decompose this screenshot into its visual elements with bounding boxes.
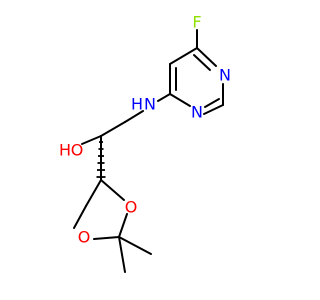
bond-layer [73, 29, 224, 273]
bond-n1-c6-inner [193, 54, 211, 71]
atom-label-oh-o: O [71, 141, 84, 160]
bond-choh-oh [81, 135, 102, 145]
bond-c2ring-o1 [93, 236, 120, 240]
bond-n1-c6 [196, 47, 217, 67]
bond-c5ring-c4ring [85, 179, 102, 207]
stereo-hash-bond [96, 141, 106, 178]
atom-label-nh-n: N [144, 95, 156, 114]
bond-o1-c5ring [73, 205, 87, 229]
molecule-structure: F N N N H H O O O [59, 13, 231, 273]
bond-c4-nh [157, 93, 171, 102]
bond-n3-c2 [203, 104, 224, 115]
bond-n3-c2-inner [204, 98, 220, 108]
atom-label-nh-h: H [131, 95, 143, 114]
bond-c2ring-me1 [118, 236, 152, 255]
atom-label-n-upper: N [219, 66, 231, 85]
atom-label-o-ring-left: O [78, 228, 91, 247]
bond-o3-c2ring [118, 213, 128, 238]
bond-c4ring-o3 [100, 179, 125, 201]
atom-label-o-ring-right: O [125, 198, 138, 217]
atom-labels: F N N N H H O O O [59, 13, 231, 247]
bond-nh-ch2 [124, 110, 144, 123]
atom-label-oh-h: H [59, 141, 71, 160]
bond-ch2-choh [100, 121, 126, 137]
bond-c2ring-me2 [118, 236, 126, 273]
bond-c6-c5 [169, 47, 198, 65]
bond-c4-n3 [169, 93, 191, 107]
atom-label-f: F [192, 13, 201, 32]
atom-label-n-lower: N [191, 103, 203, 122]
